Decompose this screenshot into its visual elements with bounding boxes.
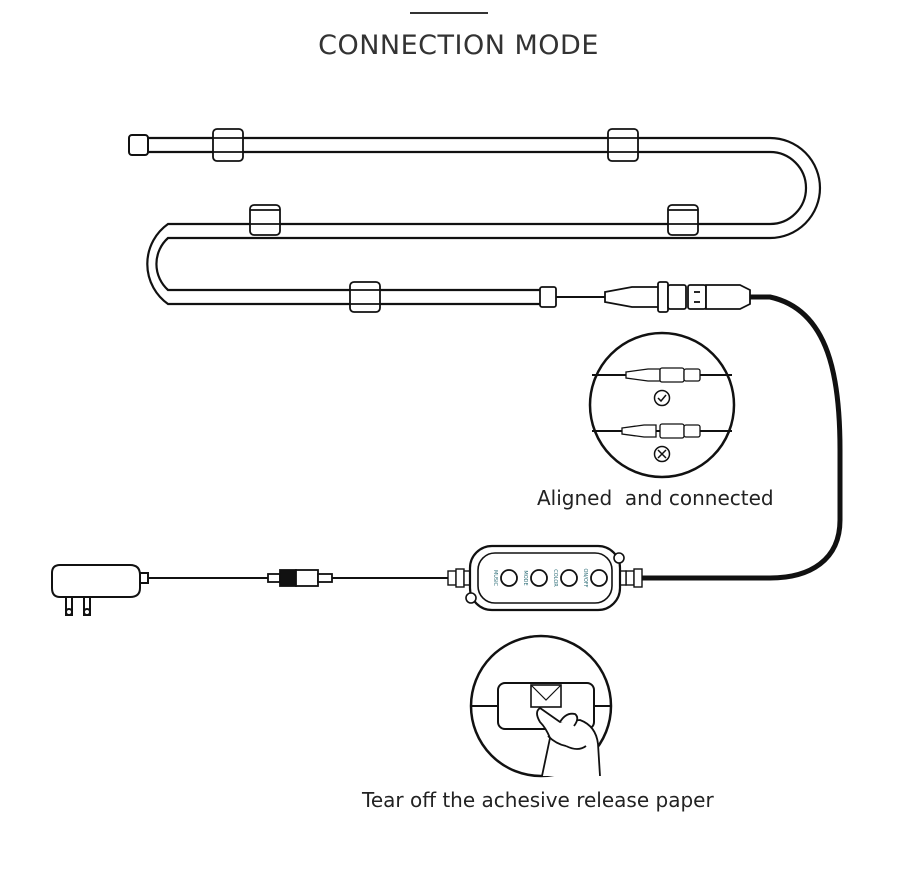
controller-button[interactable]: ON/OFF bbox=[582, 568, 608, 588]
controller-button[interactable]: COLOR bbox=[552, 569, 578, 587]
button-label: MUSIC bbox=[492, 570, 498, 587]
strip-end-cap bbox=[128, 134, 149, 156]
page-title: CONNECTION MODE bbox=[318, 30, 599, 61]
connector-detail-magnifier bbox=[588, 331, 736, 479]
power-adapter bbox=[51, 564, 149, 616]
barrel-connector bbox=[267, 569, 333, 587]
power-cable bbox=[640, 294, 843, 581]
mounting-clips bbox=[212, 128, 699, 313]
clip bbox=[667, 204, 699, 236]
tear-off-caption: Tear off the achesive release paper bbox=[362, 788, 714, 812]
controller: MUSIC MODE COLOR ON/OFF bbox=[447, 544, 643, 612]
button-label: ON/OFF bbox=[582, 568, 588, 587]
clip bbox=[607, 128, 639, 162]
button-label: COLOR bbox=[552, 569, 558, 587]
x-circle-icon bbox=[653, 445, 671, 463]
clip bbox=[212, 128, 244, 162]
title-rule bbox=[410, 12, 488, 14]
hand-icon bbox=[536, 707, 601, 777]
strip-connector bbox=[539, 281, 751, 313]
controller-button[interactable]: MODE bbox=[522, 569, 548, 587]
release-paper-magnifier bbox=[469, 634, 613, 778]
clip bbox=[249, 204, 281, 236]
controller-button[interactable]: MUSIC bbox=[492, 569, 518, 587]
clip bbox=[349, 281, 381, 313]
aligned-caption: Aligned and connected bbox=[537, 486, 774, 510]
button-label: MODE bbox=[522, 570, 528, 585]
check-circle-icon bbox=[653, 389, 671, 407]
led-strip bbox=[146, 136, 822, 306]
